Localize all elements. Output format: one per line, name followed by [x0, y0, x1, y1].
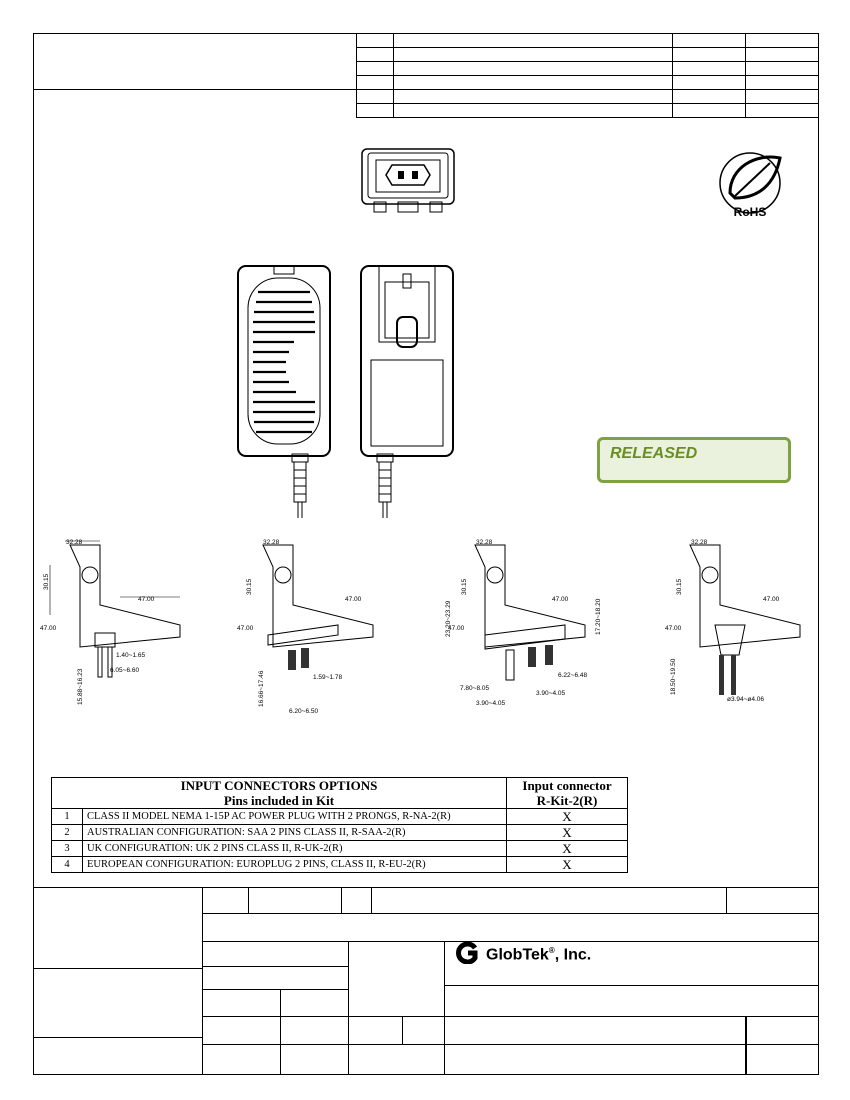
table-title: INPUT CONNECTORS OPTIONS Pins included i… — [51, 777, 507, 809]
title-block-line — [202, 941, 819, 942]
title-block-line — [444, 941, 445, 1075]
title-block-divider — [33, 887, 819, 888]
dim-label: 30.15 — [43, 573, 50, 590]
title-block-line — [348, 941, 349, 1075]
adapter-back-view — [360, 265, 454, 518]
dim-label: 30.15 — [246, 578, 253, 595]
dim-label: 47.00 — [237, 625, 254, 632]
adapter-front-view — [237, 265, 331, 518]
title-block-line — [33, 968, 202, 969]
globtek-logo-icon — [456, 942, 478, 964]
title-block-line — [371, 887, 372, 913]
dim-label: 32.28 — [66, 539, 83, 546]
dim-label: 30.15 — [676, 578, 683, 595]
dim-label: 47.00 — [345, 596, 362, 603]
dim-label: 47.00 — [40, 625, 57, 632]
dim-label: 7.80~8.05 — [460, 685, 489, 692]
title-block-line — [444, 985, 819, 986]
title-block-line — [745, 1016, 747, 1075]
table-row: 2 AUSTRALIAN CONFIGURATION: SAA 2 PINS C… — [51, 824, 628, 841]
title-block-line — [341, 887, 342, 913]
title-block-line — [202, 887, 203, 1075]
title-block-line — [280, 989, 281, 1075]
dim-label: 30.15 — [461, 578, 468, 595]
rohs-logo-icon: RoHS — [719, 152, 782, 219]
header-divider — [33, 89, 356, 90]
title-block-line — [202, 913, 819, 914]
dim-label: 23.20~23.29 — [445, 600, 452, 637]
released-label: RELEASED — [610, 445, 698, 462]
title-block-line — [202, 989, 348, 990]
plug-drawing-na: 32.28 30.15 47.00 47.00 1.40~1.65 6.05~6… — [40, 539, 181, 705]
dim-label: 3.90~4.05 — [536, 690, 565, 697]
title-block-line — [402, 1016, 403, 1044]
plug-drawing-uk: 32.28 30.15 47.00 47.00 23.20~23.29 17.2… — [445, 539, 602, 707]
released-stamp: RELEASED — [597, 437, 791, 483]
title-block-line — [248, 887, 249, 913]
dim-label: 32.28 — [691, 539, 708, 546]
adapter-top-view — [361, 148, 455, 213]
dim-label: 32.28 — [263, 539, 280, 546]
dim-label: 6.05~6.60 — [110, 667, 139, 674]
dim-label: 3.90~4.05 — [476, 700, 505, 707]
dim-label: 47.00 — [665, 625, 682, 632]
title-block-line — [202, 1044, 819, 1045]
title-block-line — [726, 887, 727, 913]
table-row: 4 EUROPEAN CONFIGURATION: EUROPLUG 2 PIN… — [51, 856, 628, 873]
company-inc: , Inc. — [554, 946, 592, 964]
dim-label: 6.22~6.48 — [558, 672, 587, 679]
dim-label: 15.88~16.23 — [77, 668, 84, 705]
table-row: 1 CLASS II MODEL NEMA 1-15P AC POWER PLU… — [51, 808, 628, 825]
company-name: GlobTek — [486, 946, 549, 964]
dim-label: 1.59~1.78 — [313, 674, 342, 681]
plug-drawing-aus: 32.28 30.15 47.00 47.00 1.59~1.78 16.66~… — [237, 539, 374, 715]
table-column-header: Input connector R-Kit-2(R) — [506, 777, 628, 809]
dim-label: 18.50~19.50 — [670, 658, 677, 695]
dim-label: 6.20~6.50 — [289, 708, 318, 715]
dim-label: 47.00 — [448, 625, 465, 632]
dim-label: 32.28 — [476, 539, 493, 546]
dim-label: 47.00 — [763, 596, 780, 603]
title-block-line — [202, 966, 348, 967]
registered-mark: ® — [548, 946, 555, 955]
dim-label: 17.20~18.20 — [595, 598, 602, 635]
title-block-line — [33, 1037, 202, 1038]
title-block-line — [202, 1016, 819, 1017]
table-row: 3 UK CONFIGURATION: UK 2 PINS CLASS II, … — [51, 840, 628, 857]
dim-label: ø3.94~ø4.06 — [727, 696, 764, 703]
plug-drawing-eu: 32.28 30.15 47.00 47.00 18.50~19.50 ø3.9… — [665, 539, 801, 703]
dim-label: 1.40~1.65 — [116, 652, 145, 659]
dim-label: 47.00 — [138, 596, 155, 603]
dim-label: 16.66~17.46 — [258, 670, 265, 707]
revision-table — [356, 33, 819, 118]
rohs-label: RoHS — [734, 205, 767, 219]
dim-label: 47.00 — [552, 596, 569, 603]
input-connectors-table: INPUT CONNECTORS OPTIONS Pins included i… — [51, 777, 628, 873]
